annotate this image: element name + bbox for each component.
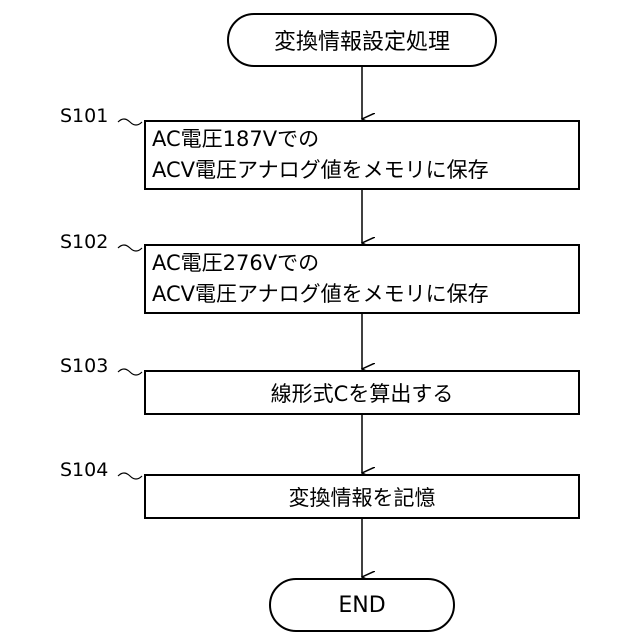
process-text-line: AC電圧276Vでの [152, 248, 578, 279]
process-text-line: ACV電圧アナログ値をメモリに保存 [152, 279, 578, 310]
process-text-line: 線形式Cを算出する [271, 378, 454, 408]
leader-s104 [118, 473, 142, 479]
end-terminal: END [269, 578, 455, 632]
process-text-line: AC電圧187Vでの [152, 124, 578, 155]
process-box-s103: 線形式Cを算出する [144, 370, 580, 415]
end-label: END [338, 593, 385, 618]
step-label-s101: S101 [60, 105, 108, 127]
step-label-s102: S102 [60, 231, 108, 253]
leader-s103 [118, 369, 142, 375]
step-label-s103: S103 [60, 355, 108, 377]
step-label-s104: S104 [60, 459, 108, 481]
process-box-s104: 変換情報を記憶 [144, 474, 580, 519]
leader-s101 [118, 119, 142, 125]
leader-s102 [118, 245, 142, 251]
start-terminal: 変換情報設定処理 [227, 13, 497, 67]
process-text-line: ACV電圧アナログ値をメモリに保存 [152, 155, 578, 186]
start-label: 変換情報設定処理 [274, 24, 450, 56]
process-box-s102: AC電圧276Vでの ACV電圧アナログ値をメモリに保存 [144, 244, 580, 314]
process-text-line: 変換情報を記憶 [289, 482, 436, 512]
process-box-s101: AC電圧187Vでの ACV電圧アナログ値をメモリに保存 [144, 120, 580, 190]
